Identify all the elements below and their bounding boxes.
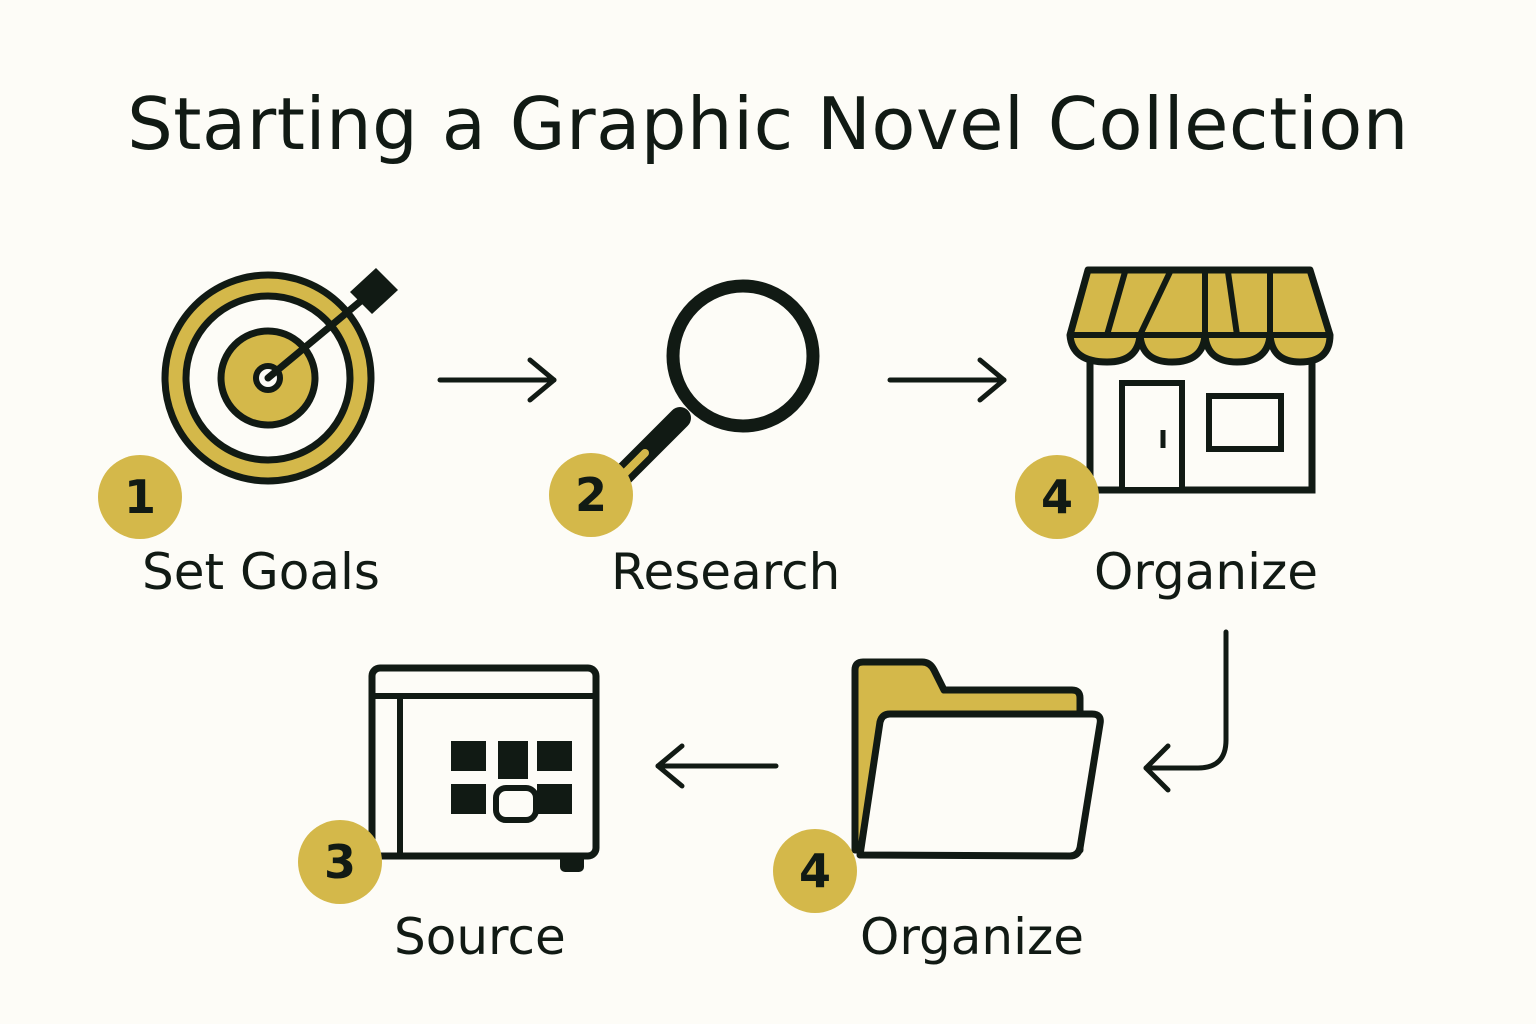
step-label: Set Goals [142, 543, 380, 601]
step-number-badge: 1 [98, 455, 182, 539]
step-label: Research [611, 543, 841, 601]
step-label: Source [394, 908, 566, 966]
step-label: Organize [1094, 543, 1318, 601]
step-number-badge: 2 [549, 453, 633, 537]
page-title: Starting a Graphic Novel Collection [127, 82, 1409, 166]
step-number-badge: 3 [298, 820, 382, 904]
step-number-badge: 4 [1015, 455, 1099, 539]
step-label: Organize [860, 908, 1084, 966]
step-number-badge: 4 [773, 829, 857, 913]
